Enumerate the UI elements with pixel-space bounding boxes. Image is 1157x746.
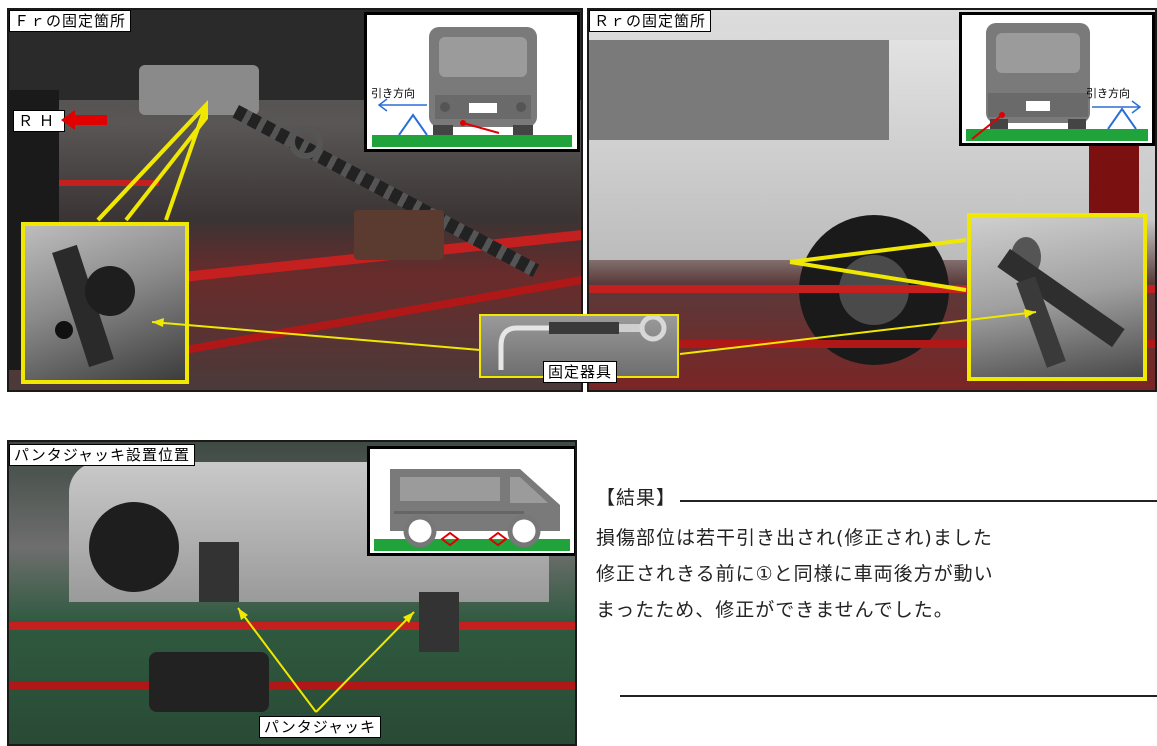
- front-pull-direction-diagram: 引き方向: [364, 12, 580, 152]
- front-zoom-detail: [21, 222, 189, 384]
- result-bottom-rule: [620, 695, 1157, 697]
- front-fixing-photo: 引き方向 Ｆｒの固定箇所 ＲＨ: [7, 8, 583, 392]
- result-heading-rule: [680, 500, 1157, 502]
- rear-pull-direction-diagram: 引き方向: [959, 12, 1155, 146]
- front-direction-label: 引き方向: [371, 87, 415, 100]
- rear-zoom-detail: [967, 213, 1147, 381]
- result-line-3: まったため、修正ができませんでした。: [596, 599, 954, 621]
- result-line-1: 損傷部位は若干引き出され(修正され)ました: [596, 527, 993, 549]
- jack-label: パンタジャッキ: [259, 716, 382, 738]
- rh-label: ＲＨ: [13, 110, 66, 132]
- rh-arrow-icon: [61, 110, 107, 130]
- jack-photo-label: パンタジャッキ設置位置: [9, 444, 196, 466]
- jack-position-photo: パンタジャッキ設置位置 パンタジャッキ: [7, 440, 577, 746]
- result-heading: 【結果】: [596, 487, 677, 509]
- rear-direction-label: 引き方向: [1086, 87, 1130, 100]
- fixing-tool-label: 固定器具: [543, 361, 618, 383]
- result-section: 【結果】 損傷部位は若干引き出され(修正され)ました 修正されきる前に①と同様に…: [596, 470, 1157, 740]
- rear-photo-label: Ｒｒの固定箇所: [589, 10, 712, 32]
- jack-position-diagram: [367, 446, 575, 556]
- front-photo-label: Ｆｒの固定箇所: [9, 10, 132, 32]
- result-line-2: 修正されきる前に①と同様に車両後方が動い: [596, 563, 994, 585]
